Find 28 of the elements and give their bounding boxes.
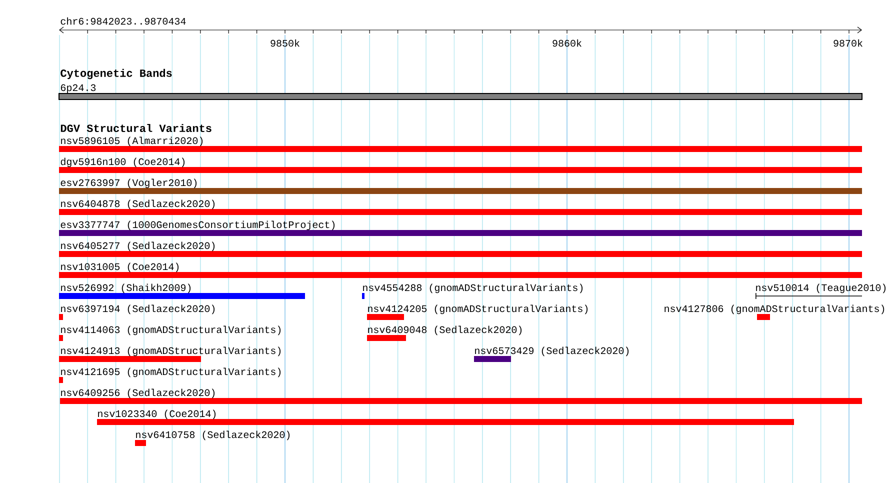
variant-label: nsv4124913 (gnomADStructuralVariants) (61, 346, 281, 356)
variant-label: nsv510014 (Teague2010) (756, 284, 886, 294)
scale-label: 9870k (834, 39, 862, 47)
variant-label: nsv4124205 (gnomADStructuralVariants) (368, 304, 588, 314)
variant-label: nsv4121695 (gnomADStructuralVariants) (61, 368, 281, 378)
variant-label: esv2763997 (Vogler2010) (60, 178, 197, 188)
variant-label: nsv6404878 (Sedlazeck2020) (61, 200, 215, 210)
variant-label: nsv526992 (Shaikh2009) (61, 284, 191, 294)
scale-label: 9860k (552, 39, 582, 47)
variant-label: nsv4554288 (gnomADStructuralVariants) (363, 284, 583, 294)
track-title: DGV Structural Variants (60, 124, 212, 132)
variant-label: nsv5896105 (Almarri2020) (61, 136, 203, 146)
variant-label: esv3377747 (1000GenomesConsortiumPilotProject) (60, 220, 335, 230)
variant-label: nsv6410758 (Sedlazeck2020) (136, 430, 290, 440)
variant-label: nsv1023340 (Coe2014) (98, 410, 216, 420)
variant-label: dgv5916n100 (Coe2014) (60, 158, 185, 168)
track-title: Cytogenetic Bands (60, 68, 172, 80)
band-label: 6p24.3 (60, 84, 96, 94)
scale-label: 9850k (270, 39, 300, 47)
variant-label: nsv6405277 (Sedlazeck2020) (61, 242, 215, 252)
variant-label: nsv6409048 (Sedlazeck2020) (368, 326, 522, 336)
variant-label: nsv6573429 (Sedlazeck2020) (475, 346, 629, 356)
variant-label: nsv6397194 (Sedlazeck2020) (61, 304, 215, 314)
variant-label: nsv4127806 (gnomADStructuralVariants) (664, 304, 884, 314)
variant-label: nsv4114063 (gnomADStructuralVariants) (61, 326, 281, 336)
variant-label: nsv6409256 (Sedlazeck2020) (61, 388, 215, 398)
location-label: chr6:9842023..9870434 (60, 17, 186, 25)
variant-label: nsv1031005 (Coe2014) (61, 262, 179, 272)
